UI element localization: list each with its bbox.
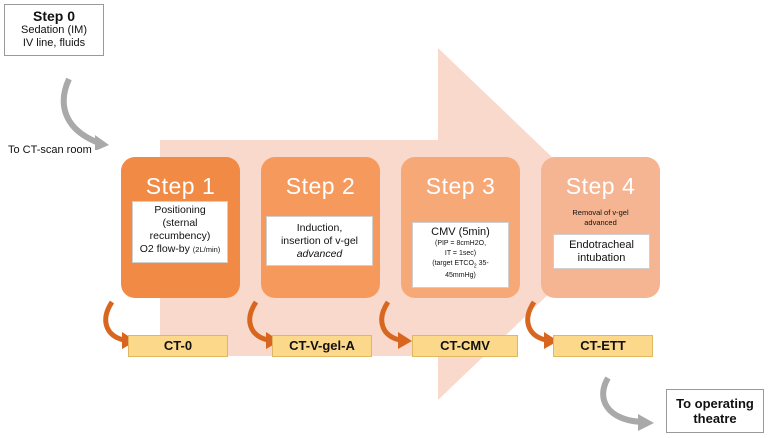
step2-box: Step 2 Induction, insertion of v-gel adv… — [261, 157, 380, 298]
step3-line: 45mmHg) — [445, 272, 476, 280]
theatre-line1: To operating — [676, 396, 754, 411]
step4-line: intubation — [577, 252, 626, 264]
step1-details: Positioning (sternal recumbency) O2 flow… — [132, 201, 228, 263]
step1-line: Positioning — [154, 204, 206, 216]
step1-line: recumbency) — [149, 230, 211, 242]
ct-vgel-label: CT-V-gel-A — [272, 335, 372, 357]
step3-title: Step 3 — [425, 173, 496, 199]
ct-cmv-label: CT-CMV — [412, 335, 518, 357]
step3-etco-line: (target ETCO2 35- — [432, 260, 489, 270]
ct-0-label: CT-0 — [128, 335, 228, 357]
step0-line2: IV line, fluids — [22, 37, 86, 49]
step2-line: Induction, — [296, 222, 343, 234]
step3-box: Step 3 CMV (5min) (PIP = 8cmH2O, IT = 1s… — [401, 157, 520, 298]
step4-details: Endotracheal intubation — [553, 234, 650, 269]
step0-title: Step 0 — [32, 8, 75, 24]
step3-details: CMV (5min) (PIP = 8cmH2O, IT = 1sec) (ta… — [412, 222, 509, 288]
theatre-line2: theatre — [693, 411, 737, 426]
step4-title: Step 4 — [565, 173, 636, 199]
step2-line: insertion of v-gel — [280, 235, 359, 247]
step3-line: (PIP = 8cmH2O, — [434, 240, 487, 247]
curved-arrow-icon — [600, 376, 654, 431]
step4-removal: Removal of v-gel advanced — [572, 208, 629, 227]
curved-arrow-icon — [379, 300, 412, 349]
step0-box: Step 0 Sedation (IM) IV line, fluids — [4, 4, 104, 56]
step1-o2-line: O2 flow-by (2L/min) — [139, 243, 221, 255]
step3-main: CMV (5min) — [431, 226, 490, 238]
step2-italic: advanced — [296, 248, 343, 260]
ct-scan-room-label: To CT-scan room — [8, 144, 92, 156]
step3-line: IT = 1sec) — [444, 250, 477, 257]
step1-box: Step 1 Positioning (sternal recumbency) … — [121, 157, 240, 298]
curved-arrow-icon — [60, 77, 109, 150]
curved-arrow-icon — [525, 300, 558, 349]
ct-ett-label: CT-ETT — [553, 335, 653, 357]
step0-line1: Sedation (IM) — [20, 24, 88, 36]
step4-box: Step 4 Removal of v-gel advanced Endotra… — [541, 157, 660, 298]
step2-title: Step 2 — [285, 173, 356, 199]
step1-line: (sternal — [162, 217, 198, 229]
step4-line: Endotracheal — [569, 239, 634, 251]
operating-theatre-box: To operating theatre — [666, 389, 764, 433]
step1-title: Step 1 — [145, 173, 216, 199]
step2-details: Induction, insertion of v-gel advanced — [266, 216, 373, 266]
